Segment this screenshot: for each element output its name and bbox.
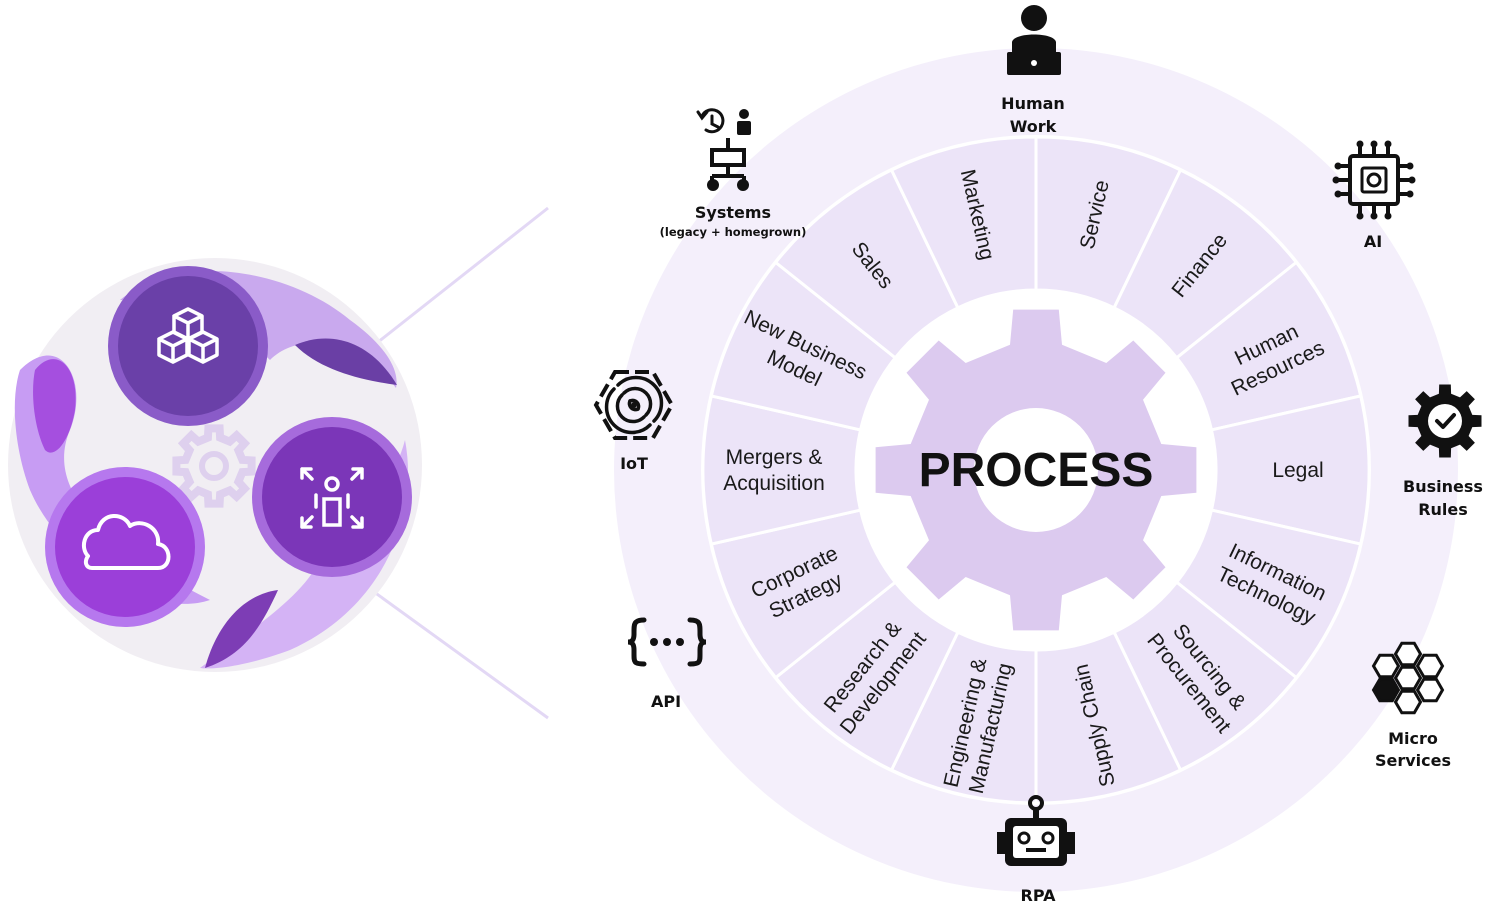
- left-emblem: [8, 206, 549, 720]
- segments: [701, 135, 1371, 805]
- tech-label: Services: [1375, 751, 1451, 770]
- tech-micro-services: Micro Services: [1371, 641, 1451, 770]
- cloud-icon: [81, 514, 171, 570]
- network-history-icon: [696, 108, 751, 191]
- chip-icon: [1332, 140, 1416, 220]
- blocks-circle: [108, 266, 268, 426]
- tech-iot: IoT: [593, 370, 675, 473]
- tech-label: IoT: [620, 454, 648, 473]
- tech-label: Work: [1010, 117, 1057, 136]
- segment-label: Mergers & Acquisition: [723, 446, 825, 495]
- tech-label: RPA: [1021, 886, 1057, 905]
- gear-watermark-icon: [172, 424, 256, 508]
- cloud-circle: [45, 467, 205, 627]
- segment-label-line: Mergers &: [726, 446, 823, 469]
- wireless-hexagon-icon: [593, 370, 675, 440]
- gear-icon: [875, 309, 1197, 631]
- robot-icon: [997, 795, 1075, 866]
- tech-ai: AI: [1332, 140, 1416, 251]
- tech-label: Micro: [1388, 729, 1438, 748]
- expand-person-circle: [252, 417, 412, 577]
- segment-label: Legal: [1272, 459, 1323, 482]
- tech-rpa: RPA: [997, 795, 1075, 905]
- tech-label: API: [651, 692, 681, 711]
- braces-icon: [627, 617, 707, 667]
- hexagon-cell: [1393, 689, 1423, 715]
- tech-label: Business: [1403, 477, 1483, 496]
- hexagon-cell: [1415, 653, 1445, 679]
- tech-label: Human: [1001, 94, 1065, 113]
- segment-label-line: Legal: [1272, 459, 1323, 482]
- hexagon-cell: [1371, 677, 1401, 703]
- swirl-top-dark: [295, 338, 397, 385]
- swirl-left-dark: [33, 359, 76, 453]
- center-label: PROCESS: [919, 444, 1154, 497]
- tech-systems: Systems (legacy + homegrown): [660, 108, 807, 239]
- expand-person-icon: [300, 467, 364, 529]
- segment-label-line: Acquisition: [723, 472, 825, 495]
- blocks-icon: [157, 307, 219, 364]
- tech-human-work: Human Work: [1001, 5, 1065, 136]
- hexagon-cell: [1393, 665, 1423, 691]
- tech-label: Rules: [1418, 500, 1468, 519]
- hexagon-cluster-icon: [1371, 641, 1445, 715]
- person-at-laptop-icon: [1007, 5, 1061, 75]
- hexagon-cell: [1371, 653, 1401, 679]
- hexagon-cell: [1393, 641, 1423, 667]
- tech-label: Systems: [695, 203, 771, 222]
- tech-api: API: [627, 617, 707, 711]
- process-wheel: PROCESS ServiceFinanceHumanResourcesLega…: [614, 48, 1458, 892]
- hexagon-cell: [1415, 677, 1445, 703]
- tech-sublabel: (legacy + homegrown): [660, 225, 807, 239]
- center-gear: [875, 309, 1197, 631]
- swirl-bottom-dark: [205, 590, 278, 668]
- tech-label: AI: [1364, 232, 1382, 251]
- tech-business-rules: Business Rules: [1403, 384, 1483, 519]
- gear-check-icon: [1408, 384, 1482, 458]
